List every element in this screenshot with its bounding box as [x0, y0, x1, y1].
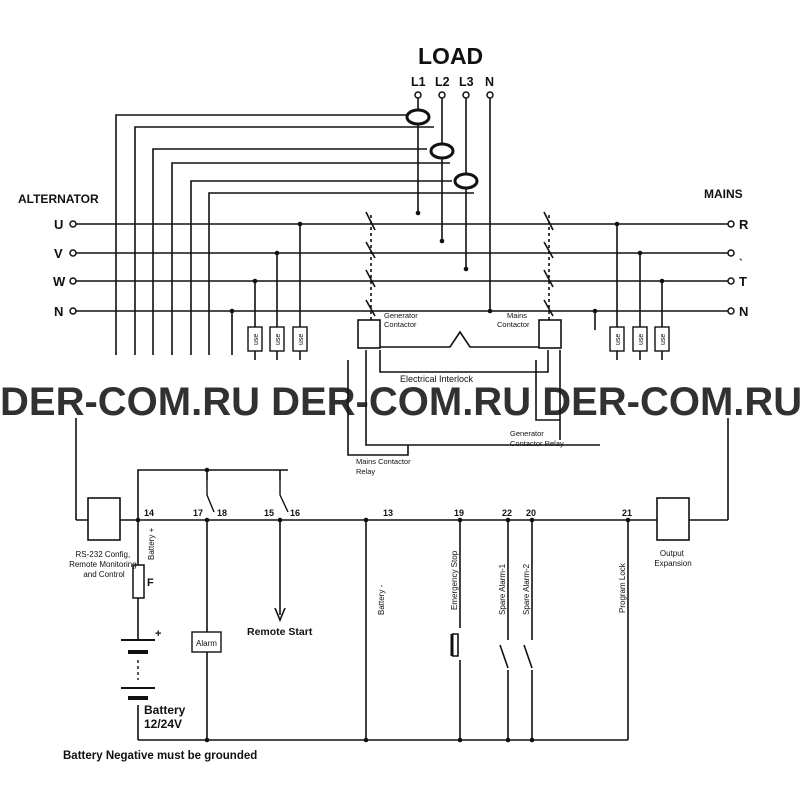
terminal-number: 16 — [290, 508, 300, 518]
fuse-label: use — [298, 334, 305, 345]
mains-contactor-relay-line: Relay — [356, 467, 375, 476]
rs232-port-box — [87, 497, 121, 541]
fuse-label: use — [638, 334, 645, 345]
ct-ring-l1 — [405, 108, 431, 126]
output-expansion-line: Output — [660, 549, 685, 558]
output-expansion-label: Output Expansion — [654, 549, 691, 568]
remote-start-label: Remote Start — [247, 626, 313, 638]
emergency-stop-label: Emergency Stop — [450, 550, 459, 610]
mains-contactor-relay-label: Mains Contactor Relay — [356, 457, 413, 476]
output-expansion-box — [656, 497, 690, 541]
mains-contactor-coil — [538, 319, 562, 349]
spare-alarm-1-label: Spare Alarm-1 — [498, 563, 507, 615]
alternator-terminal-label: W — [53, 274, 66, 289]
battery-fuse — [132, 564, 145, 599]
terminal-number: 15 — [264, 508, 274, 518]
generator-contactor-relay-line: Contactor Relay — [510, 439, 564, 448]
terminal-number: 13 — [383, 508, 393, 518]
mains-terminal-label: R — [739, 217, 749, 232]
ct-ring-l2 — [429, 142, 455, 160]
footer-note: Battery Negative must be grounded — [63, 750, 257, 762]
terminal-number: 19 — [454, 508, 464, 518]
battery-line: Battery — [144, 703, 186, 717]
spare-alarm-2-label: Spare Alarm-2 — [522, 563, 531, 615]
battery-label: Battery 12/24V — [144, 703, 189, 731]
load-terminal-label: L3 — [459, 75, 474, 89]
mains-contactor-label: Mains Contactor — [497, 311, 530, 329]
mains-contactor-relay-line: Mains Contactor — [356, 457, 411, 466]
terminal-number: 14 — [144, 508, 154, 518]
alarm-label: Alarm — [196, 639, 217, 648]
electrical-interlock-label: Electrical Interlock — [400, 374, 474, 384]
alternator-sense-fuses — [247, 326, 308, 352]
battery-plus-sign: + — [155, 628, 161, 640]
terminal-number: 18 — [217, 508, 227, 518]
watermark-text: DER-COM.RU DER-COM.RU DER-COM.RU — [0, 380, 800, 424]
generator-contactor-coil — [357, 319, 381, 349]
rs232-line: Remote Monitoring — [69, 560, 137, 569]
mains-contactor-line: Mains — [507, 311, 527, 320]
load-title: LOAD — [418, 43, 483, 69]
mains-label: MAINS — [704, 187, 743, 201]
alternator-terminal-label: N — [54, 304, 63, 319]
alternator-terminal-label: V — [54, 246, 63, 261]
terminal-number: 17 — [193, 508, 203, 518]
generator-contactor-relay-label: Generator Contactor Relay — [510, 429, 564, 448]
load-terminal-label: L1 — [411, 75, 426, 89]
battery-symbol — [121, 639, 155, 700]
generator-contactor-line: Generator — [384, 311, 418, 320]
rs232-line: and Control — [83, 570, 125, 579]
mains-sense-fuses — [609, 326, 670, 352]
fuse-f-label: F — [147, 577, 154, 589]
terminal-number: 20 — [526, 508, 536, 518]
rs232-label: RS-232 Config, Remote Monitoring and Con… — [69, 550, 139, 579]
mains-terminal-label: N — [739, 304, 748, 319]
mains-terminal-label: T — [739, 274, 747, 289]
ct-ring-l3 — [453, 172, 479, 190]
mains-contactor-line: Contactor — [497, 320, 530, 329]
load-terminal-label: L2 — [435, 75, 450, 89]
generator-contactor-line: Contactor — [384, 320, 417, 329]
load-terminal-label: N — [485, 75, 494, 89]
alternator-label: ALTERNATOR — [18, 192, 99, 206]
fuse-label: use — [615, 334, 622, 345]
battery-plus-label: Battery + — [147, 527, 156, 560]
fuse-label: use — [275, 334, 282, 345]
alarm-box — [191, 631, 222, 653]
output-expansion-line: Expansion — [654, 559, 691, 568]
terminal-number: 21 — [622, 508, 632, 518]
fuse-label: use — [660, 334, 667, 345]
program-lock-label: Program Lock — [618, 562, 627, 613]
battery-minus-label: Battery - — [377, 584, 386, 615]
alternator-terminal-label: U — [54, 217, 63, 232]
fuse-label: use — [253, 334, 260, 345]
generator-contactor-label: Generator Contactor — [384, 311, 420, 329]
mains-terminal-label: ˎ — [739, 246, 743, 261]
battery-line: 12/24V — [144, 717, 182, 731]
generator-contactor-relay-line: Generator — [510, 429, 544, 438]
rs232-line: RS-232 Config, — [76, 550, 131, 559]
emergency-stop-button — [450, 633, 459, 657]
terminal-number: 22 — [502, 508, 512, 518]
